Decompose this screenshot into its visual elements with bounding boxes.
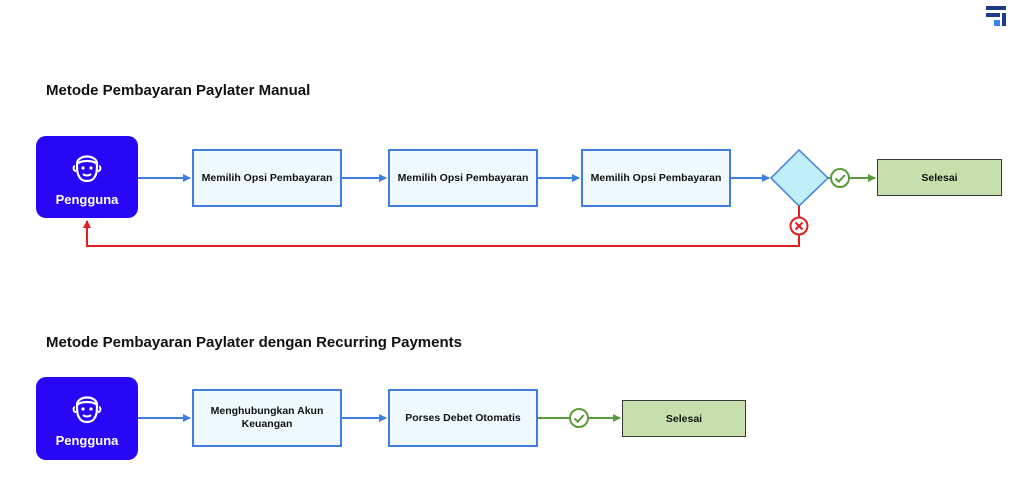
step-memilih-opsi-2: Memilih Opsi Pembayaran [388,149,538,207]
arrow-decision-back-to-actor [83,206,800,247]
manual-section-title: Metode Pembayaran Paylater Manual [46,82,311,99]
actor-label: Pengguna [55,433,119,448]
step-memilih-opsi-3: Memilih Opsi Pembayaran [581,149,731,207]
brand-logo-icon [986,6,1006,26]
check-circle-icon [830,168,850,188]
decision-diamond [769,148,830,208]
person-face-icon [72,396,102,424]
check-circle-icon [569,408,589,428]
step-menghubungkan-akun: Menghubungkan Akun Keuangan [192,389,342,447]
recurring-section-title: Metode Pembayaran Paylater dengan Recurr… [46,334,462,351]
person-face-icon [72,155,102,183]
end-selesai: Selesai [877,159,1002,196]
end-selesai: Selesai [622,400,746,437]
actor-label: Pengguna [55,192,119,207]
actor-pengguna: Pengguna [36,136,138,218]
step-memilih-opsi-1: Memilih Opsi Pembayaran [192,149,342,207]
x-circle-icon [789,216,809,236]
actor-pengguna: Pengguna [36,377,138,460]
step-debet-otomatis: Porses Debet Otomatis [388,389,538,447]
